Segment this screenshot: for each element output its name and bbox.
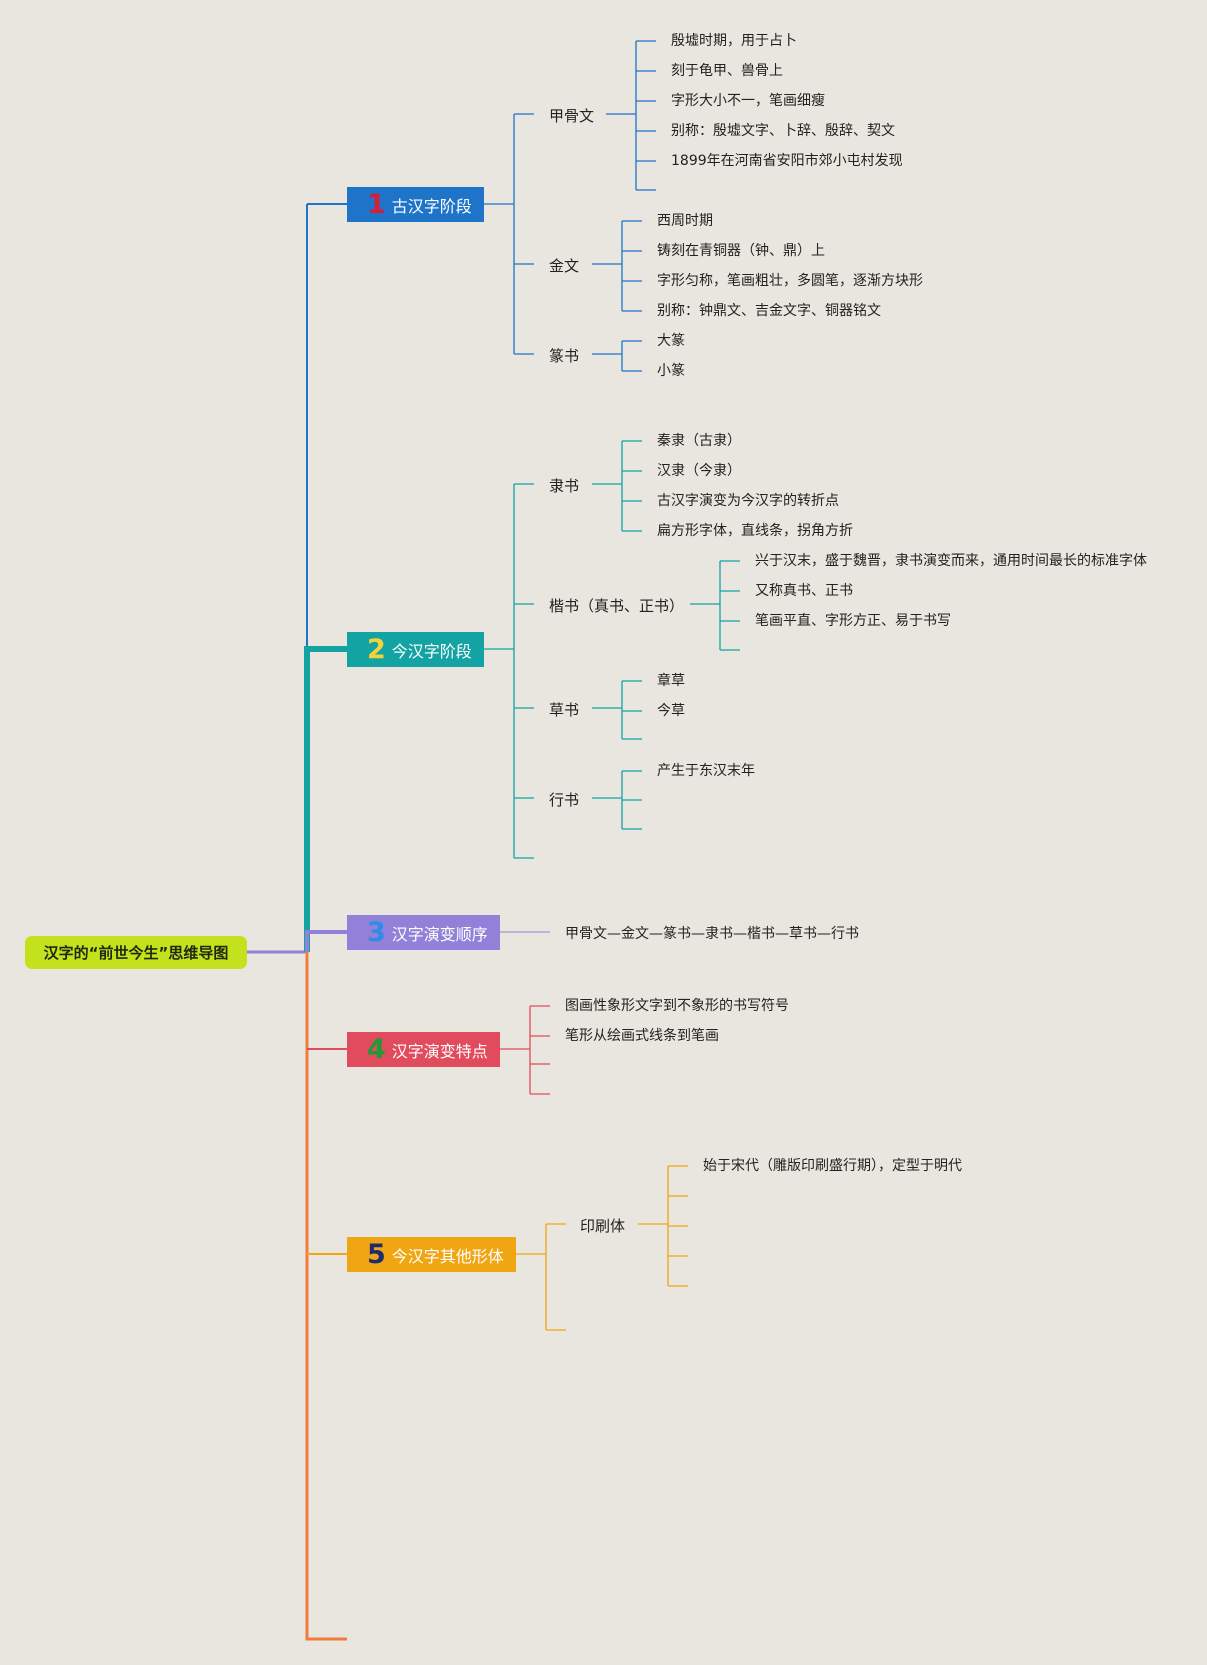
branch-number: 1 bbox=[367, 189, 386, 220]
leaf-item[interactable]: 大篆 bbox=[657, 333, 685, 349]
branch-modern-chinese[interactable]: 2 今汉字阶段 bbox=[347, 632, 484, 667]
branch-label: 汉字演变顺序 bbox=[391, 924, 488, 944]
leaf-item[interactable]: 扁方形字体，直线条，拐角方折 bbox=[657, 523, 853, 539]
leaf-item[interactable]: 始于宋代（雕版印刷盛行期），定型于明代 bbox=[703, 1158, 962, 1174]
branch-label: 今汉字其他形体 bbox=[391, 1246, 504, 1266]
leaf-item[interactable]: 产生于东汉末年 bbox=[657, 763, 755, 779]
leaf-item[interactable]: 又称真书、正书 bbox=[755, 583, 853, 599]
root-label: 汉字的“前世今生”思维导图 bbox=[43, 944, 229, 962]
leaf-item[interactable]: 别称：钟鼎文、吉金文字、铜器铭文 bbox=[657, 303, 881, 319]
trunk-connector bbox=[305, 930, 347, 952]
leaf-item[interactable]: 章草 bbox=[657, 673, 685, 689]
leaf-item[interactable]: 笔画平直、字形方正、易于书写 bbox=[755, 613, 951, 629]
leaf-item[interactable]: 1899年在河南省安阳市郊小屯村发现 bbox=[671, 153, 903, 169]
branch-number: 2 bbox=[367, 634, 386, 665]
leaf-item[interactable]: 铸刻在青铜器（钟、鼎）上 bbox=[657, 243, 825, 259]
subtopic-caoshu[interactable]: 草书 bbox=[549, 701, 580, 719]
branch-ancient-chinese[interactable]: 1 古汉字阶段 bbox=[347, 187, 484, 222]
branch-label: 今汉字阶段 bbox=[391, 641, 472, 661]
leaf-item[interactable]: 汉隶（今隶） bbox=[657, 463, 741, 479]
branch-evolution-order[interactable]: 3 汉字演变顺序 bbox=[347, 915, 500, 950]
leaf-item[interactable]: 西周时期 bbox=[657, 213, 713, 229]
leaf-item[interactable]: 字形大小不一，笔画细瘦 bbox=[671, 93, 825, 109]
leaf-item[interactable]: 别称：殷墟文字、卜辞、殷辞、契文 bbox=[671, 123, 895, 139]
branch-evolution-features[interactable]: 4 汉字演变特点 bbox=[347, 1032, 500, 1067]
branch-label: 汉字演变特点 bbox=[391, 1041, 488, 1061]
leaf-item[interactable]: 今草 bbox=[657, 703, 685, 719]
subtopic-kaishu[interactable]: 楷书（真书、正书） bbox=[549, 597, 685, 615]
leaf-item[interactable]: 兴于汉末，盛于魏晋，隶书演变而来，通用时间最长的标准字体 bbox=[755, 553, 1147, 569]
branch-other-forms[interactable]: 5 今汉字其他形体 bbox=[347, 1237, 516, 1272]
subtopic-xingshu[interactable]: 行书 bbox=[549, 791, 580, 809]
leaf-item[interactable]: 笔形从绘画式线条到笔画 bbox=[565, 1028, 719, 1044]
subtopic-jinwen[interactable]: 金文 bbox=[549, 257, 580, 275]
root-node[interactable]: 汉字的“前世今生”思维导图 bbox=[25, 936, 247, 969]
subtopic-yinshuati[interactable]: 印刷体 bbox=[580, 1217, 626, 1235]
subtopic-jiaguwen[interactable]: 甲骨文 bbox=[549, 107, 595, 125]
trunk-connector bbox=[305, 952, 347, 1641]
leaf-item[interactable]: 图画性象形文字到不象形的书写符号 bbox=[565, 998, 789, 1014]
branch-number: 3 bbox=[367, 917, 386, 948]
leaf-item[interactable]: 殷墟时期，用于占卜 bbox=[671, 33, 797, 49]
branch-number: 5 bbox=[367, 1239, 386, 1270]
evolution-order-text[interactable]: 甲骨文—金文—篆书—隶书—楷书—草书—行书 bbox=[565, 926, 859, 942]
leaf-item[interactable]: 刻于龟甲、兽骨上 bbox=[671, 63, 783, 79]
leaf-item[interactable]: 秦隶（古隶） bbox=[657, 433, 741, 449]
subtopic-zhuanshu[interactable]: 篆书 bbox=[549, 347, 580, 365]
branch-number: 4 bbox=[367, 1034, 386, 1065]
branch-label: 古汉字阶段 bbox=[391, 196, 472, 216]
leaf-item[interactable]: 小篆 bbox=[657, 363, 685, 379]
leaf-item[interactable]: 古汉字演变为今汉字的转折点 bbox=[657, 493, 839, 509]
trunk-connector bbox=[304, 646, 347, 952]
subtopic-lishu[interactable]: 隶书 bbox=[549, 477, 580, 495]
leaf-item[interactable]: 字形匀称，笔画粗壮，多圆笔，逐渐方块形 bbox=[657, 273, 923, 289]
